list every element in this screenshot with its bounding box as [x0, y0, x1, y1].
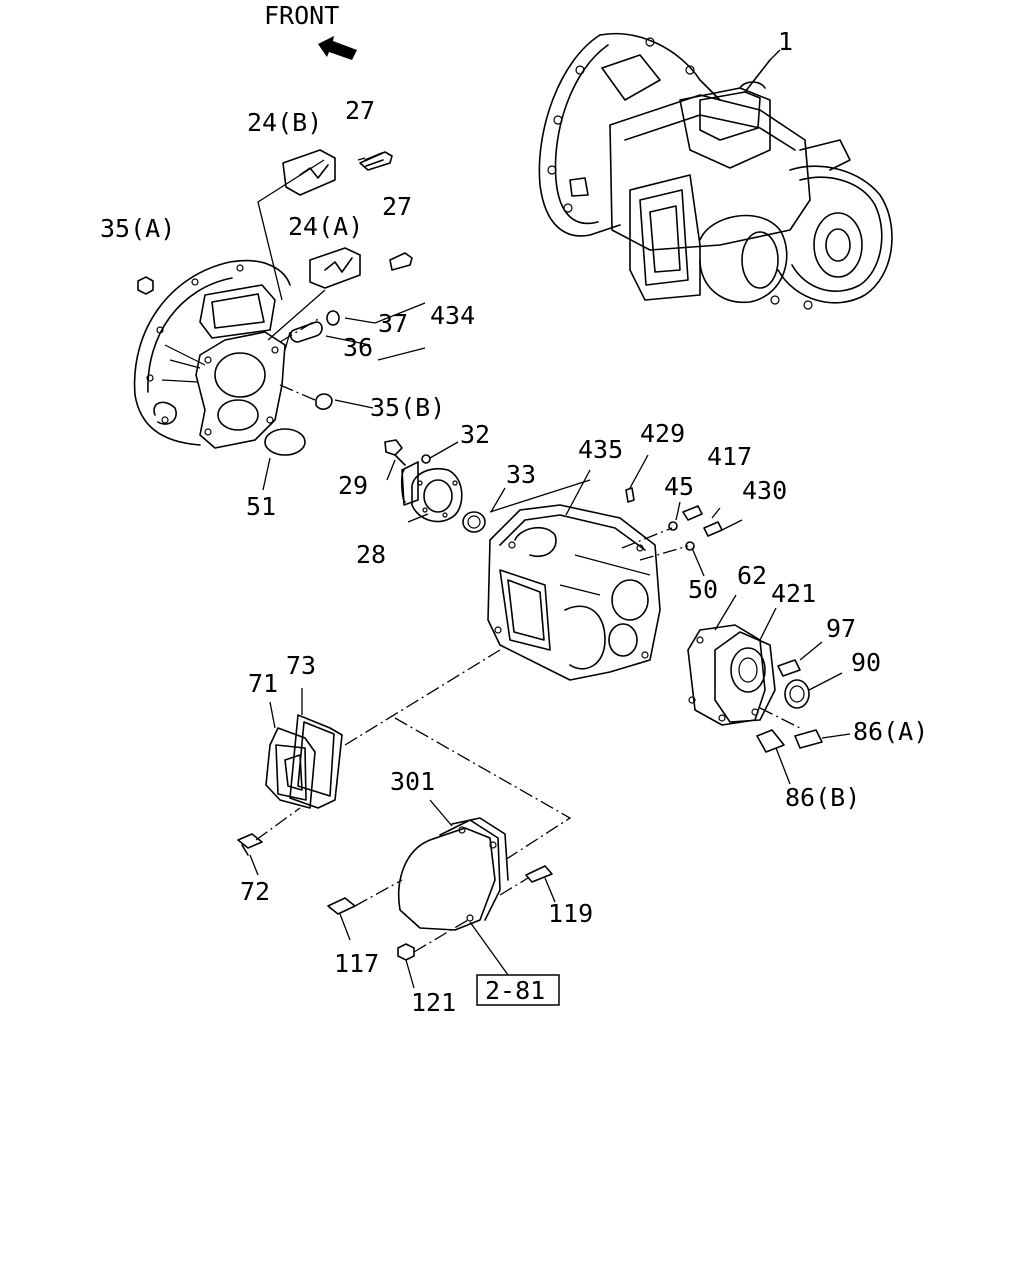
callout-35b: 35(B)	[370, 393, 445, 422]
callout-73: 73	[286, 651, 316, 680]
callout-28: 28	[356, 540, 386, 569]
callout-435: 435	[578, 435, 623, 464]
callout-117: 117	[334, 949, 379, 978]
front-cover-parts	[384, 439, 486, 533]
callout-45: 45	[664, 472, 694, 501]
callout-50: 50	[688, 575, 718, 604]
side-cover-parts	[237, 714, 343, 856]
callout-32: 32	[460, 420, 490, 449]
callout-36: 36	[343, 333, 373, 362]
callout-71: 71	[248, 669, 278, 698]
callout-24b: 24(B)	[247, 108, 322, 137]
reference-box[interactable]: 2-81	[476, 974, 560, 1006]
callout-33: 33	[506, 460, 536, 489]
callout-62: 62	[737, 561, 767, 590]
bell-housing	[133, 259, 291, 449]
callout-97: 97	[826, 614, 856, 643]
transmission-assembly	[538, 33, 893, 310]
leader-lines	[249, 49, 851, 989]
callout-51: 51	[246, 492, 276, 521]
front-label: FRONT	[264, 1, 339, 30]
callout-72: 72	[240, 877, 270, 906]
transmission-case	[487, 504, 661, 681]
callout-86a: 86(A)	[853, 717, 928, 746]
callout-119: 119	[548, 899, 593, 928]
callout-90: 90	[851, 648, 881, 677]
front-indicator: FRONT	[264, 1, 357, 60]
callout-37: 37	[378, 309, 408, 338]
front-arrow-icon	[318, 36, 357, 60]
callout-429: 429	[640, 419, 685, 448]
callout-301: 301	[390, 767, 435, 796]
callout-27-lower: 27	[382, 192, 412, 221]
bell-housing-small-parts	[137, 149, 413, 456]
callout-86b: 86(B)	[785, 783, 860, 812]
pto-cover-parts	[327, 817, 553, 961]
rear-cover-parts	[687, 624, 823, 753]
callout-29: 29	[338, 471, 368, 500]
callout-430: 430	[742, 476, 787, 505]
reference-box-label: 2-81	[485, 976, 545, 1005]
callout-24a: 24(A)	[288, 212, 363, 241]
callout-27-upper: 27	[345, 96, 375, 125]
callout-35a: 35(A)	[100, 214, 175, 243]
callout-121: 121	[411, 988, 456, 1017]
callout-417: 417	[707, 442, 752, 471]
callout-labels: 1 24(B) 27 24(A) 27 35(A) 37 434 36 35(B…	[100, 27, 928, 1017]
callout-1: 1	[778, 27, 793, 56]
callout-434: 434	[430, 301, 475, 330]
callout-421: 421	[771, 579, 816, 608]
